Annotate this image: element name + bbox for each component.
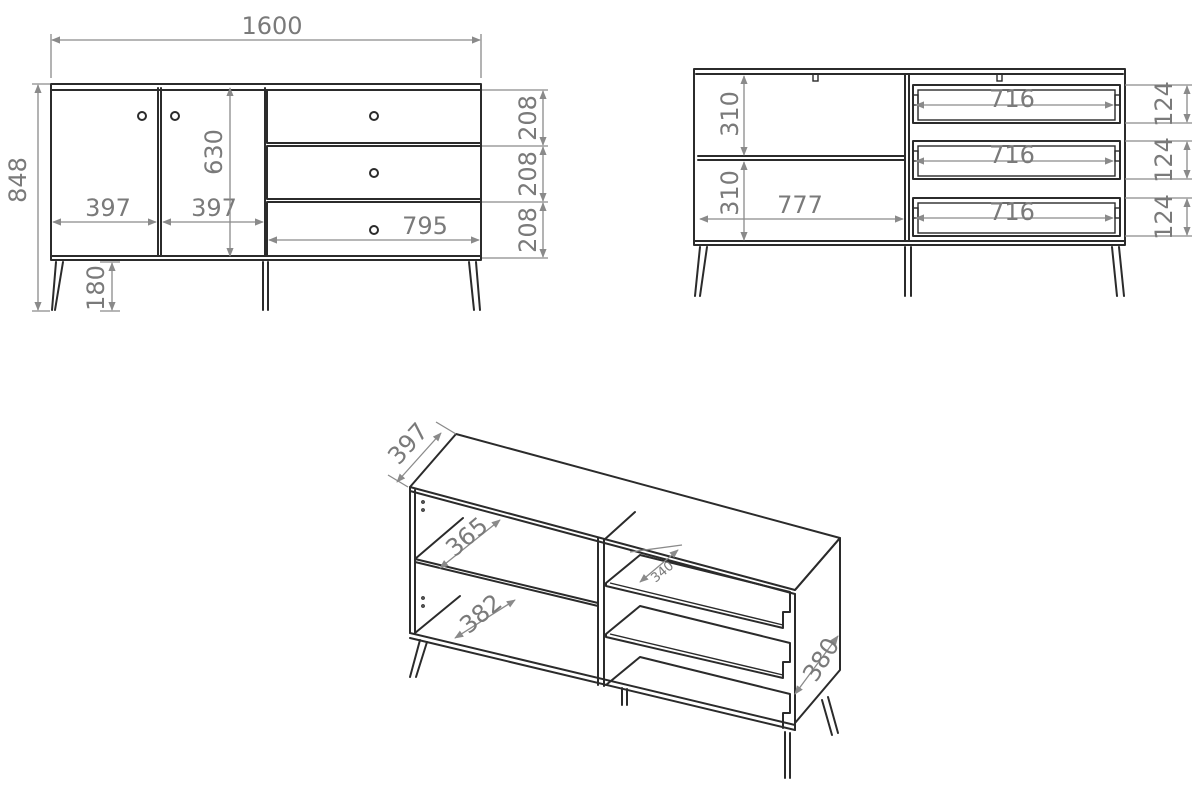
interior-view: 310 310 777 716 716 716 124 124 124 [693,68,1192,297]
perspective-drawer-1 [605,554,791,629]
door-knob-right [170,111,180,121]
dim-drawer-inner-height-3: 124 [1150,194,1178,240]
dim-drawer-inner-width-3: 716 [989,198,1035,226]
dim-drawer-inner-width-1: 716 [989,85,1035,113]
drawer-knob-1 [369,111,379,121]
perspective-view: 397 365 382 340 380 [382,417,845,779]
dim-drawer-inner-width-2: 716 [989,141,1035,169]
drawer-knob-3 [369,225,379,235]
dim-shelf-height-upper: 310 [716,91,744,137]
drawer-front-1 [266,89,482,144]
dim-shelf-height-lower: 310 [716,170,744,216]
door-knob-left [137,111,147,121]
dim-drawer-height-1: 208 [514,95,542,141]
perspective-legs [409,639,839,779]
front-view: 1600 848 397 397 630 795 208 208 208 180 [4,12,548,312]
dim-total-height: 848 [4,157,32,203]
dim-shelf-depth-lower: 382 [454,588,507,639]
perspective-drawer-2 [605,605,791,679]
interior-body-outline [693,68,1126,246]
drawer-front-3 [266,201,482,257]
dim-drawer-height-3: 208 [514,207,542,253]
front-legs [51,261,481,311]
dim-shelf-depth-upper: 365 [440,511,493,562]
dim-door-width-left: 397 [85,194,131,222]
dim-total-width: 1600 [241,12,302,40]
dim-door-height: 630 [200,129,228,175]
dim-shelf-width: 777 [777,191,823,219]
dim-drawer-side-depth: 380 [797,633,845,687]
drawer-front-2 [266,145,482,200]
dim-drawer-inner-height-1: 124 [1150,81,1178,127]
right-side-panel [794,537,841,724]
dim-depth: 397 [382,417,433,470]
left-shelf [414,517,599,607]
dim-drawer-inner-height-2: 124 [1150,137,1178,183]
dim-leg-height: 180 [82,265,110,311]
dim-drawer-height-2: 208 [514,151,542,197]
dim-drawer-width: 795 [402,212,448,240]
interior-legs [694,246,1125,297]
drawer-knob-2 [369,168,379,178]
perspective-drawer-3 [605,656,791,729]
